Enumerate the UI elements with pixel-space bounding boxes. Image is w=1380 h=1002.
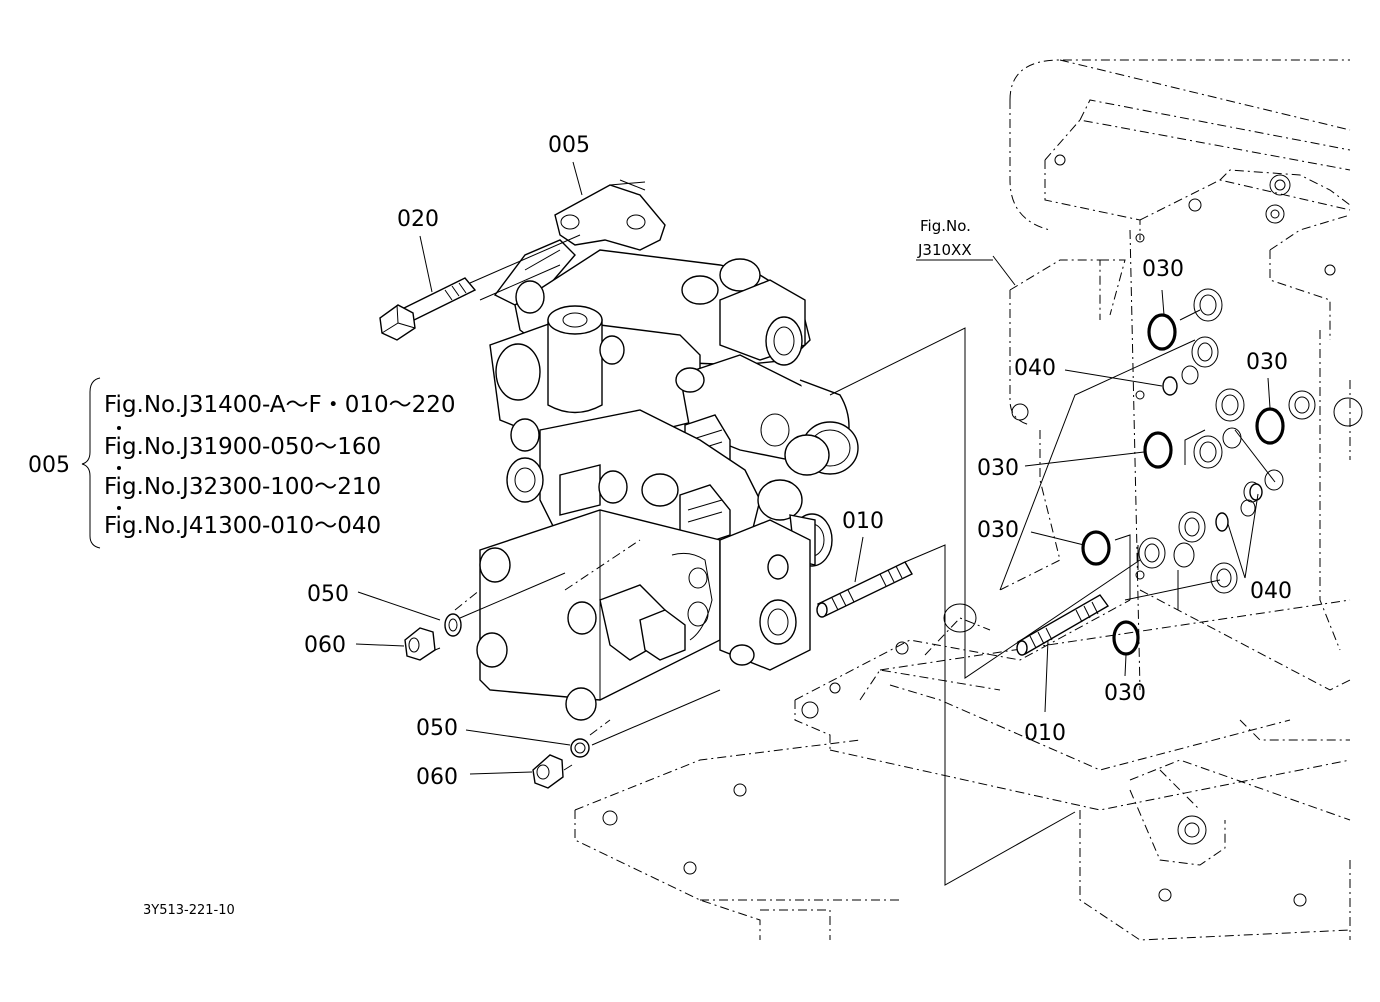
figure-ref-1: Fig.No.J31400-A～F・010～220 (104, 392, 456, 418)
figure-ref-3: Fig.No.J32300-100～210 (104, 474, 381, 500)
fig-ref-bracket (81, 377, 121, 549)
callout-labels: 005 020 005 050 060 050 060 010 010 030 … (28, 133, 1292, 790)
control-valve-assembly (476, 179, 859, 721)
callout-010-b: 010 (1024, 721, 1066, 746)
figure-reference-list: Fig.No.J31400-A～F・010～220 Fig.No.J31900-… (104, 392, 456, 539)
nut-060-b (532, 754, 564, 789)
nut-060-a (404, 627, 436, 661)
figure-ref-right-line2: J310XX (917, 241, 972, 259)
callout-030-a: 030 (1142, 257, 1184, 282)
callout-050-a: 050 (307, 582, 349, 607)
callout-040-a: 040 (1014, 356, 1056, 381)
callout-030-d: 030 (977, 518, 1019, 543)
callout-060-a: 060 (304, 633, 346, 658)
transmission-housing (999, 59, 1363, 691)
stud-010-right (1016, 594, 1110, 656)
leader-lines (355, 161, 1271, 775)
assembly-lines (434, 234, 1276, 886)
callout-030-b: 030 (1246, 350, 1288, 375)
callout-060-b: 060 (416, 765, 458, 790)
washer-050-b (570, 738, 590, 758)
figure-ref-right-line1: Fig.No. (920, 217, 971, 235)
drawing-code: 3Y513-221-10 (143, 903, 235, 918)
o-rings-040 (1162, 376, 1263, 532)
housing-ports (1138, 288, 1316, 594)
bolt-020 (379, 277, 477, 341)
stud-010-left (816, 561, 913, 618)
callout-040-b: 040 (1250, 579, 1292, 604)
figure-ref-right: Fig.No. J310XX (916, 217, 993, 261)
base-plate (574, 599, 1351, 941)
figure-ref-4: Fig.No.J41300-010～040 (104, 513, 381, 539)
o-rings-030 (1081, 313, 1285, 656)
callout-005-left: 005 (28, 453, 70, 478)
callout-005-top: 005 (548, 133, 590, 158)
figure-ref-2: Fig.No.J31900-050～160 (104, 434, 381, 460)
callout-010-a: 010 (842, 509, 884, 534)
callout-020: 020 (397, 207, 439, 232)
washer-050-a (444, 613, 462, 637)
callout-030-e: 030 (1104, 681, 1146, 706)
callout-050-b: 050 (416, 716, 458, 741)
callout-030-c: 030 (977, 456, 1019, 481)
